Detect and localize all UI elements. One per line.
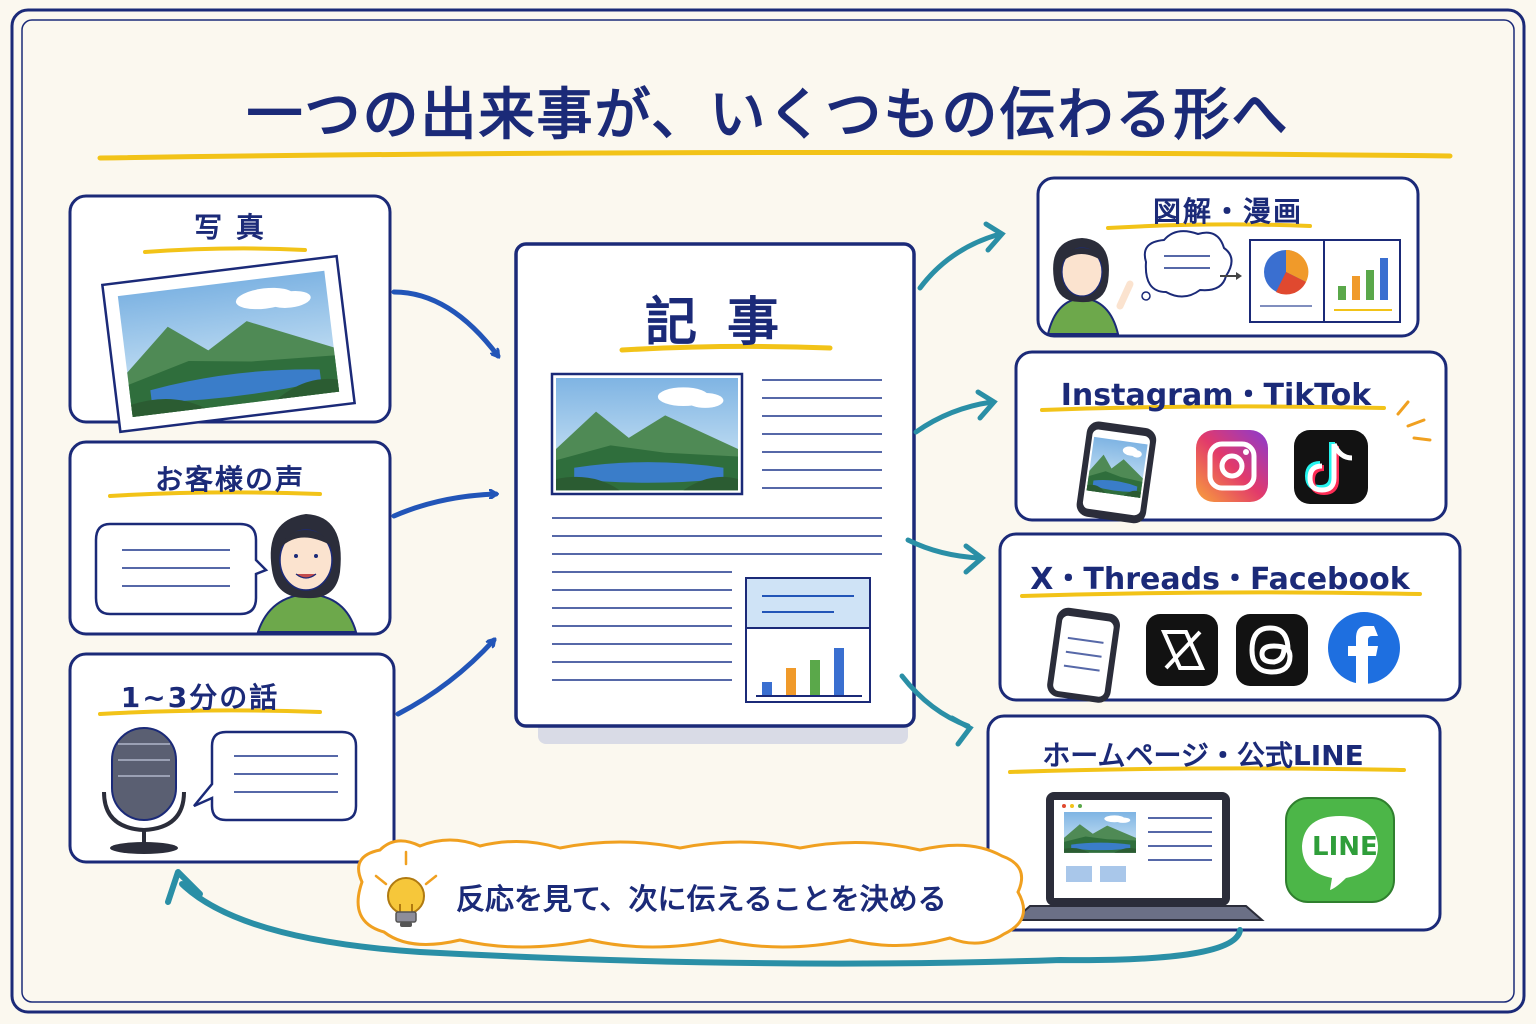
output-card-illustration	[1036, 176, 1420, 338]
landscape-photo-icon	[100, 254, 357, 434]
tiktok-icon	[1294, 430, 1368, 504]
source-card-photo	[68, 194, 392, 434]
source-label-customer-voice: お客様の声	[154, 463, 305, 496]
page-title: 一つの出来事が、いくつもの伝わる形へ	[246, 83, 1290, 148]
feedback-loop-arrow	[179, 881, 1243, 967]
output-card-instagram-tiktok	[1014, 350, 1448, 524]
laptop-icon	[1011, 792, 1265, 921]
lightbulb-icon	[374, 850, 438, 927]
talk-speech-bubble-icon	[193, 730, 358, 822]
source-label-talk: 1~3分の話	[120, 681, 280, 714]
output-card-homepage-line	[986, 714, 1442, 932]
title-underline	[97, 149, 1453, 161]
source-label-photo: 写 真	[194, 211, 266, 244]
feedback-label: 反応を見て、次に伝えることを決める	[456, 882, 947, 916]
facebook-icon	[1328, 612, 1400, 684]
smartphone-icon	[1076, 421, 1157, 524]
feedback-cloud	[356, 838, 1026, 949]
article-document-icon	[514, 242, 916, 744]
output-card-x-threads-facebook	[998, 532, 1462, 703]
arrow-voice-to-article	[391, 494, 496, 519]
microphone-icon	[102, 727, 186, 854]
bar-chart-icon	[1323, 239, 1401, 323]
output-label-x-threads-facebook: X・Threads・Facebook	[1030, 562, 1410, 597]
line-icon	[1285, 797, 1395, 903]
pie-chart-icon	[1249, 239, 1325, 323]
output-label-homepage-line: ホームページ・公式LINE	[1042, 739, 1364, 772]
thought-bubble-icon	[1141, 230, 1242, 301]
output-label-illustration: 図解・漫画	[1152, 195, 1303, 228]
smartphone-icon	[1047, 607, 1120, 703]
presenter-icon	[1046, 238, 1134, 335]
arrow-article-to-illustration	[917, 231, 1003, 291]
arrow-talk-to-article	[395, 640, 494, 717]
source-card-talk	[68, 652, 396, 864]
customer-speech-icon	[94, 514, 358, 633]
output-label-instagram-tiktok: Instagram・TikTok	[1060, 378, 1372, 413]
line-logo-text: LINE	[1312, 832, 1378, 862]
threads-icon	[1236, 614, 1308, 686]
arrow-photo-to-article	[391, 289, 501, 356]
article-label: 記 事	[644, 293, 786, 353]
arrow-article-to-x	[905, 537, 983, 561]
outer-frame	[10, 8, 1526, 1014]
arrow-article-to-instagram	[913, 399, 995, 435]
source-card-customer-voice	[68, 440, 392, 636]
instagram-icon	[1196, 430, 1268, 502]
x-icon	[1146, 614, 1218, 686]
